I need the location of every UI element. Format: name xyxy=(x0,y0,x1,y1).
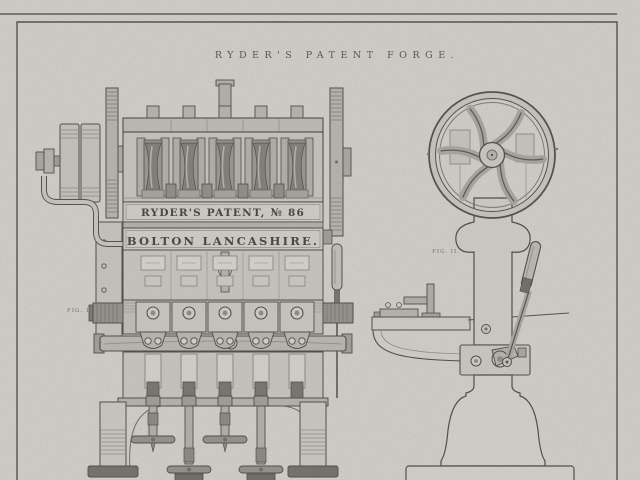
forge-drawing: RYDER'S PATENT FORGE. xyxy=(0,0,640,480)
paper-grain xyxy=(0,0,640,480)
engraving-plate: RYDER'S PATENT FORGE. xyxy=(0,0,640,480)
